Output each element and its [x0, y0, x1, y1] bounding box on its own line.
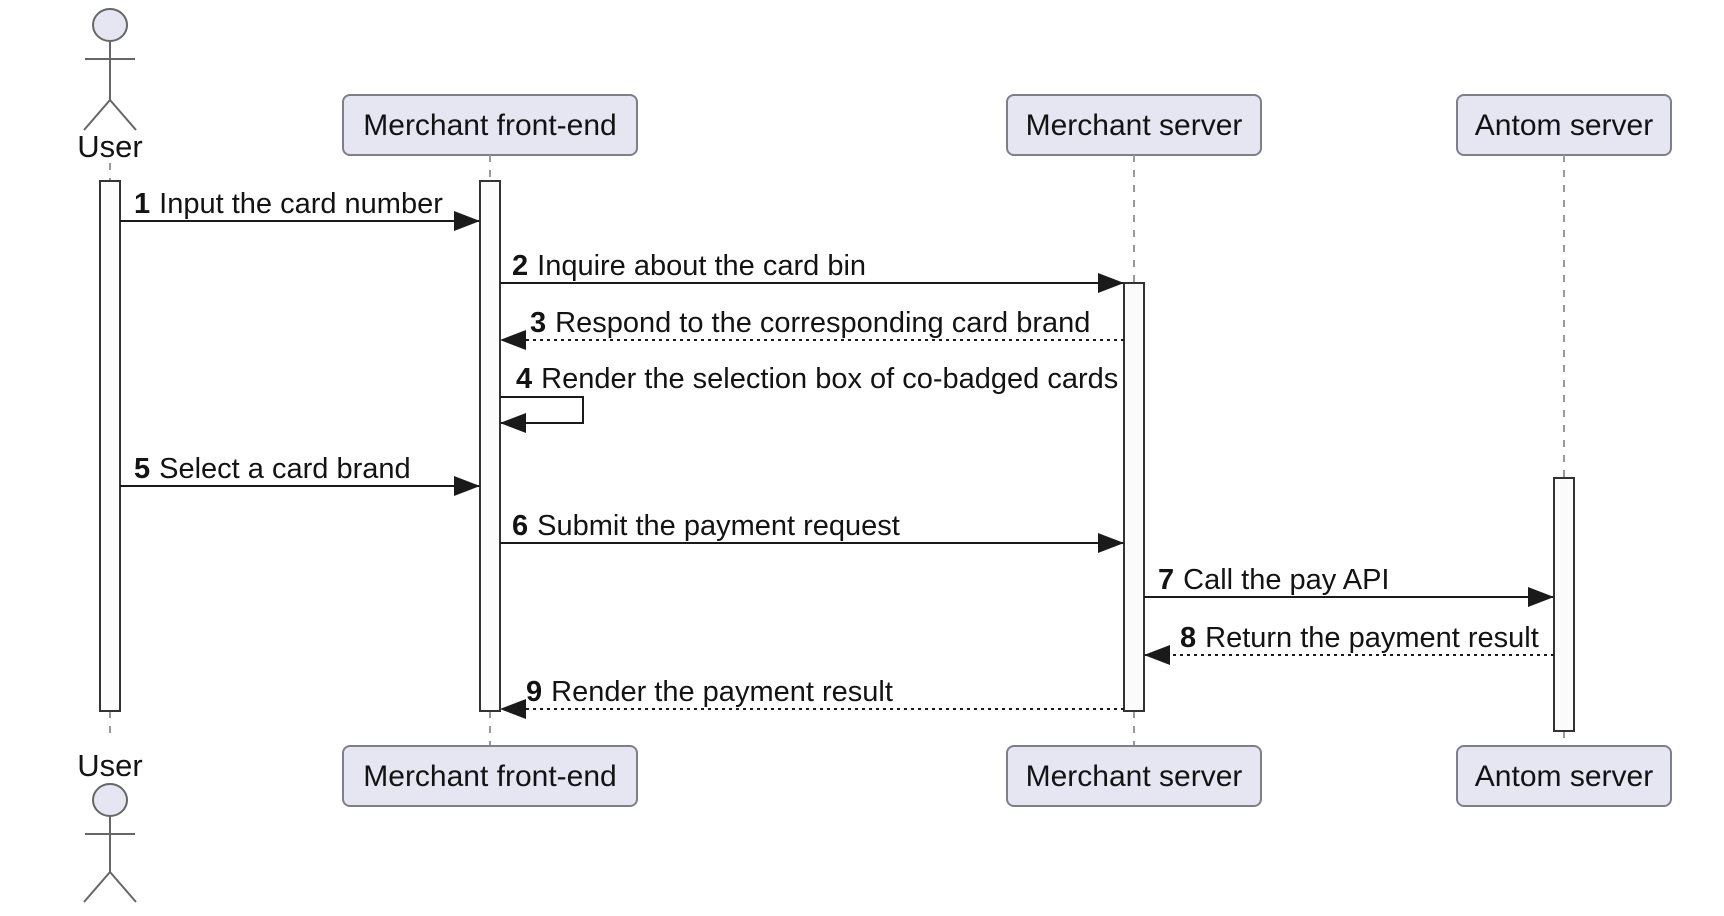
user-left-leg-line [83, 871, 111, 903]
message-3-number: 3 [530, 307, 546, 339]
message-9: 9 Render the payment result [500, 676, 1124, 719]
lifelines [109, 155, 1565, 746]
user-left-leg-line [83, 99, 111, 131]
message-5-text: Select a card brand [159, 453, 410, 485]
actor-user-top-label: User [77, 129, 142, 164]
participant-merchant-frontend-top: Merchant front-end [342, 94, 638, 156]
participant-merchant-frontend-top-label: Merchant front-end [363, 109, 616, 142]
actor-user-bottom: User [77, 748, 143, 903]
message-4-label: 4 Render the selection box of co-badged c… [516, 363, 1118, 395]
message-7-label: 7 Call the pay API [1158, 564, 1389, 596]
participant-antom-server-top: Antom server [1456, 94, 1672, 156]
message-1-number: 1 [134, 188, 150, 220]
message-4-self-loop-arrow [500, 396, 584, 433]
message-8-number: 8 [1180, 622, 1196, 654]
activation-bar-merchant-frontend [479, 180, 501, 712]
participant-merchant-server-bottom: Merchant server [1006, 745, 1262, 807]
message-9-text: Render the payment result [551, 676, 893, 708]
message-3-label: 3 Respond to the corresponding card brand [530, 307, 1090, 339]
message-7: 7 Call the pay API [1144, 564, 1554, 607]
message-6-text: Submit the payment request [537, 510, 900, 542]
user-right-leg-line [109, 99, 137, 131]
message-6-label: 6 Submit the payment request [512, 510, 900, 542]
message-2-number: 2 [512, 250, 528, 282]
participant-merchant-server-top-label: Merchant server [1026, 109, 1243, 142]
message-2-text: Inquire about the card bin [537, 250, 866, 282]
activation-bar-antom-server [1553, 477, 1575, 732]
message-1-label: 1 Input the card number [134, 188, 443, 220]
message-4-number: 4 [516, 363, 532, 395]
message-1-text: Input the card number [159, 188, 443, 220]
activation-bar-user [99, 180, 121, 712]
participant-box [1006, 745, 1262, 807]
participant-merchant-frontend-bottom: Merchant front-end [342, 745, 638, 807]
message-9-label: 9 Render the payment result [526, 676, 893, 708]
message-5-number: 5 [134, 453, 150, 485]
actor-user-bottom-label: User [77, 748, 142, 783]
message-4-text: Render the selection box of co-badged ca… [541, 363, 1118, 395]
message-5: 5 Select a card brand [120, 453, 480, 496]
message-8-text: Return the payment result [1205, 622, 1539, 654]
activation-bars [99, 180, 1575, 732]
message-8-label: 8 Return the payment result [1180, 622, 1539, 654]
message-7-number: 7 [1158, 564, 1174, 596]
participant-merchant-server-bottom-label: Merchant server [1026, 760, 1243, 793]
user-head-icon [92, 8, 128, 42]
participant-box [342, 745, 638, 807]
user-right-leg-line [109, 871, 137, 903]
activation-bar-merchant-server [1123, 282, 1145, 712]
participant-antom-server-bottom: Antom server [1456, 745, 1672, 807]
message-7-text: Call the pay API [1183, 564, 1389, 596]
message-4: 4 Render the selection box of co-badged c… [500, 363, 1118, 433]
participant-merchant-frontend-bottom-label: Merchant front-end [363, 760, 616, 793]
message-3: 3 Respond to the corresponding card brand [500, 307, 1124, 350]
message-6: 6 Submit the payment request [500, 510, 1124, 553]
message-6-number: 6 [512, 510, 528, 542]
message-5-label: 5 Select a card brand [134, 453, 411, 485]
participant-antom-server-bottom-label: Antom server [1475, 760, 1653, 793]
actor-user-top: User [77, 8, 143, 164]
message-1: 1 Input the card number [120, 188, 480, 231]
participant-antom-server-top-label: Antom server [1475, 109, 1653, 142]
message-2-label: 2 Inquire about the card bin [512, 250, 866, 282]
message-3-text: Respond to the corresponding card brand [555, 307, 1090, 339]
participant-merchant-server-top: Merchant server [1006, 94, 1262, 156]
message-9-number: 9 [526, 676, 542, 708]
message-2: 2 Inquire about the card bin [500, 250, 1124, 293]
user-head-icon [92, 783, 128, 817]
message-8: 8 Return the payment result [1144, 622, 1554, 665]
participant-box [1456, 745, 1672, 807]
